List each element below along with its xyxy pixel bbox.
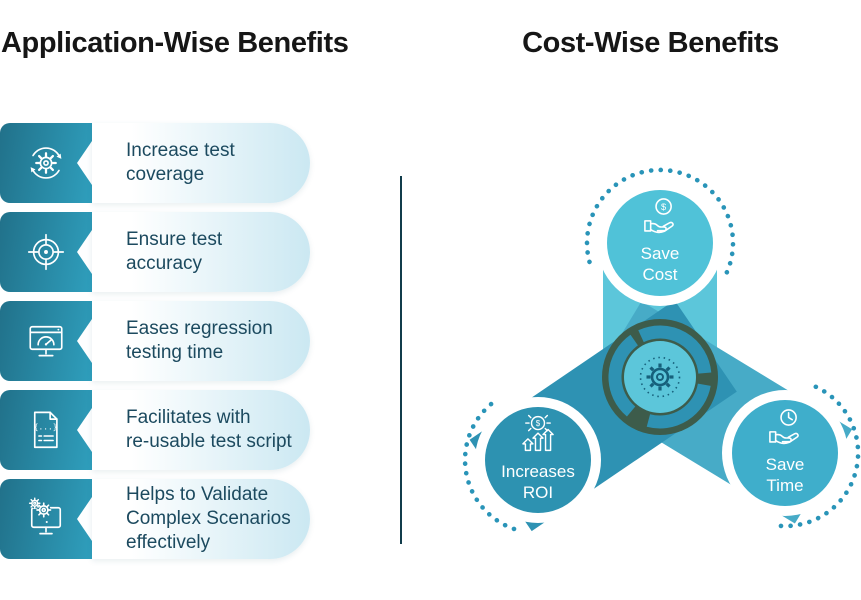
benefit-item-ensure-test-accuracy: Ensure test accuracy	[0, 212, 310, 292]
benefit-pill: Helps to Validate Complex Scenarios effe…	[92, 479, 310, 559]
notch-arrow	[77, 230, 92, 274]
hand-coin-icon: $	[644, 197, 674, 233]
benefit-item-eases-regression-testing: Eases regression testing time	[0, 301, 310, 381]
spinner-diagram-graphic	[462, 167, 861, 533]
notch-arrow	[77, 408, 92, 452]
node-circles	[475, 180, 848, 523]
notch-arrow	[77, 497, 92, 541]
right-section-title: Cost-Wise Benefits	[522, 27, 779, 59]
benefit-pill: Facilitates with re-usable test script	[92, 390, 310, 470]
benefit-pill: Eases regression testing time	[92, 301, 310, 381]
benefit-icon-box	[0, 123, 92, 203]
monitor-gears-icon	[28, 497, 62, 535]
gear-cycle-icon	[602, 319, 718, 435]
benefit-label: Facilitates with re-usable test script	[126, 406, 292, 452]
benefit-pill: Increase test coverage	[92, 123, 310, 203]
braces-glyph: {...}	[34, 422, 58, 431]
benefit-label: Eases regression testing time	[126, 317, 273, 363]
benefit-icon-box	[0, 479, 92, 559]
notch-arrow	[77, 141, 92, 185]
node-save-time: Save Time	[725, 391, 845, 511]
dotted-arcs	[462, 167, 861, 533]
node-label: Increases ROI	[501, 461, 575, 502]
dollar-glyph: $	[661, 202, 667, 212]
dollar-glyph: $	[536, 419, 541, 428]
coin-growth-arrows-icon: $	[522, 414, 554, 451]
gear-refresh-icon	[30, 147, 62, 179]
benefit-pill: Ensure test accuracy	[92, 212, 310, 292]
node-save-cost: $ Save Cost	[600, 180, 720, 300]
benefit-icon-box	[0, 301, 92, 381]
benefit-label: Increase test coverage	[126, 139, 235, 185]
monitor-gauge-icon	[29, 325, 63, 357]
benefit-icon-box: {...}	[0, 390, 92, 470]
benefit-label: Helps to Validate Complex Scenarios effe…	[126, 483, 291, 554]
cost-benefits-diagram: $ Save Cost $ Increases ROI Save Time	[440, 140, 861, 600]
benefit-item-validate-complex-scenarios: Helps to Validate Complex Scenarios effe…	[0, 479, 310, 559]
code-document-icon: {...}	[34, 411, 58, 449]
notch-arrow	[77, 319, 92, 363]
node-label: Save Cost	[640, 243, 680, 284]
benefit-icon-box	[0, 212, 92, 292]
benefit-label: Ensure test accuracy	[126, 228, 223, 274]
benefit-item-reusable-test-script: {...} Facilitates with re-usable test sc…	[0, 390, 310, 470]
vertical-divider	[400, 176, 402, 544]
hand-clock-icon	[769, 408, 799, 444]
application-benefits-list: Increase test coverage Ensure test accur…	[0, 123, 310, 568]
node-label: Save Time	[765, 454, 805, 495]
left-section-title: Application-Wise Benefits	[1, 27, 349, 59]
target-icon	[27, 233, 65, 271]
node-increases-roi: $ Increases ROI	[478, 398, 598, 518]
benefit-item-increase-test-coverage: Increase test coverage	[0, 123, 310, 203]
